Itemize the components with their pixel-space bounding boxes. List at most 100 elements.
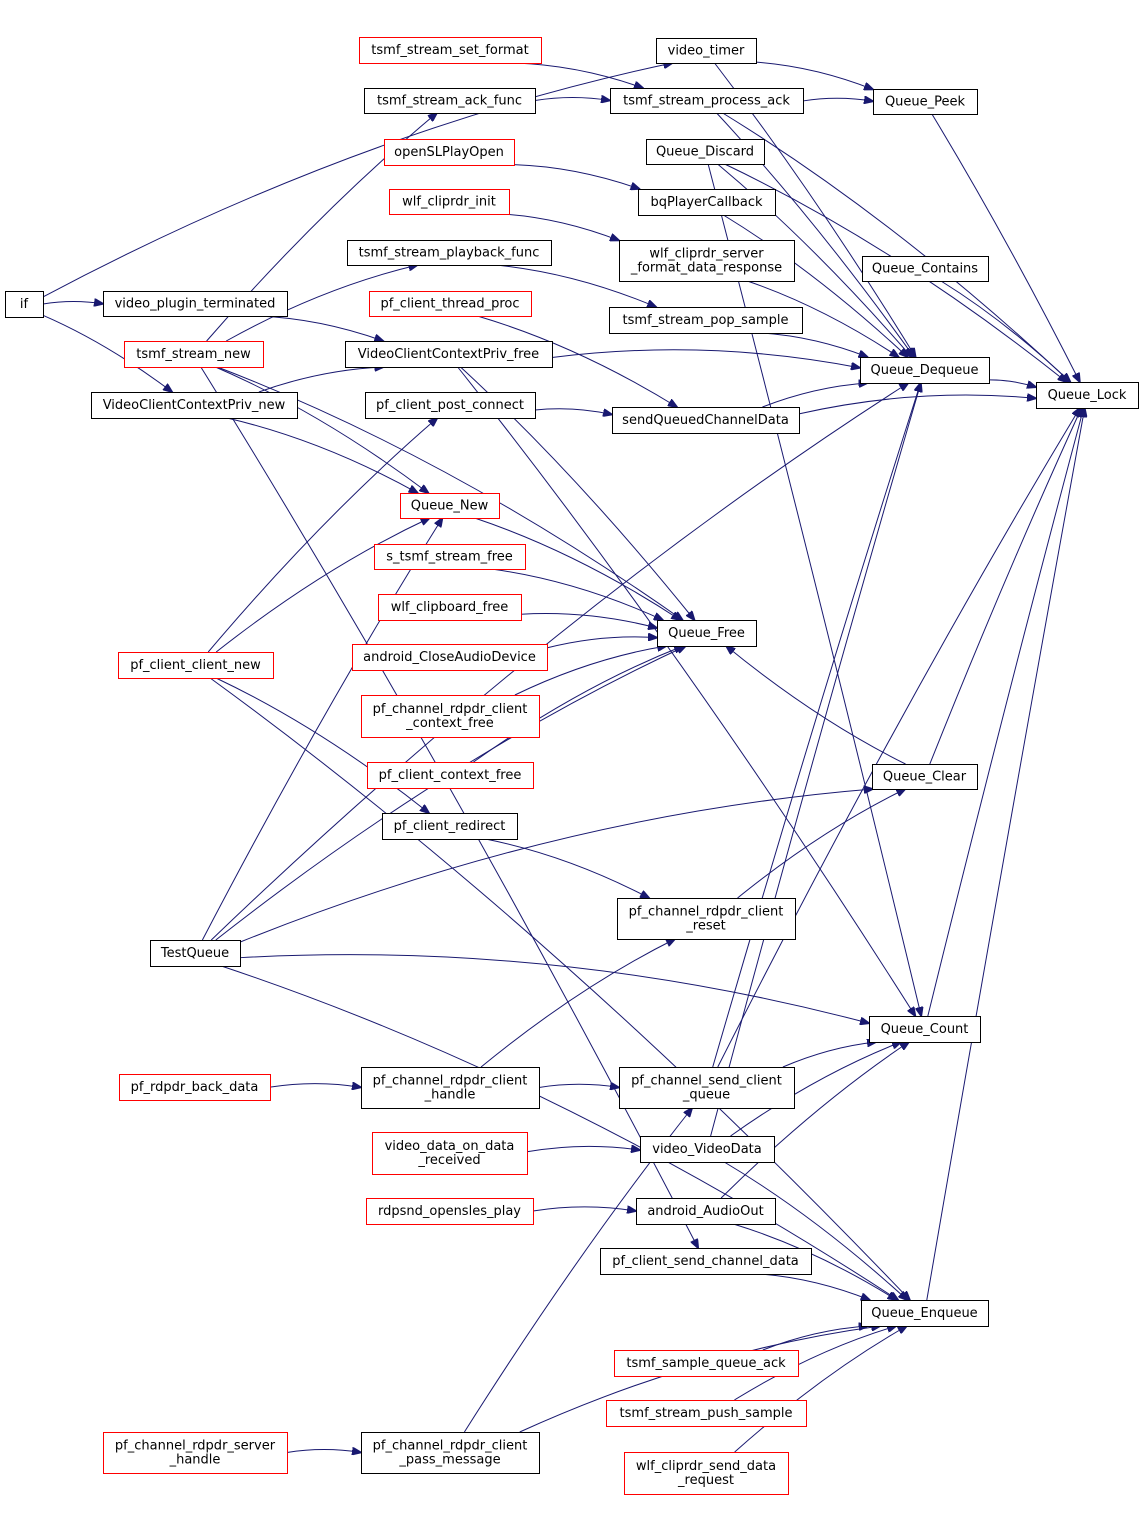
node-queue_discard[interactable]: Queue_Discard: [646, 139, 765, 165]
node-wlf_cliprdr_server_format_data_response[interactable]: wlf_cliprdr_server_format_data_response: [619, 240, 795, 282]
node-pf_channel_rdpdr_client_reset[interactable]: pf_channel_rdpdr_client_reset: [617, 898, 796, 940]
node-label: pf_channel_rdpdr_client: [373, 1439, 528, 1454]
node-label: Queue_New: [411, 499, 489, 514]
node-box: [656, 38, 757, 64]
node-box: [389, 189, 510, 215]
node-label: s_tsmf_stream_free: [386, 550, 513, 565]
node-tsmf_sample_queue_ack[interactable]: tsmf_sample_queue_ack: [614, 1350, 799, 1377]
node-video_plugin_terminated[interactable]: video_plugin_terminated: [103, 291, 288, 317]
node-queue_count[interactable]: Queue_Count: [869, 1016, 981, 1043]
node-label: Queue_Lock: [1048, 388, 1127, 403]
node-openslplayopen[interactable]: openSLPlayOpen: [384, 139, 515, 166]
node-queue_new[interactable]: Queue_New: [400, 493, 500, 519]
node-box: [612, 407, 800, 434]
node-box: [345, 341, 553, 368]
edge-pf_channel_send_client_queue-to-queue_count: [782, 1042, 876, 1068]
node-pf_channel_rdpdr_client_pass_message[interactable]: pf_channel_rdpdr_client_pass_message: [361, 1432, 540, 1474]
node-pf_client_context_free[interactable]: pf_client_context_free: [367, 762, 534, 789]
node-label: tsmf_stream_push_sample: [620, 1406, 793, 1421]
edge-queue_dequeue-to-queue_lock: [988, 379, 1036, 387]
node-video_timer[interactable]: video_timer: [656, 38, 757, 64]
node-queue_contains[interactable]: Queue_Contains: [862, 256, 989, 282]
node-label: _queue: [682, 1088, 730, 1103]
node-label: openSLPlayOpen: [394, 145, 504, 160]
node-testqueue[interactable]: TestQueue: [150, 940, 241, 967]
edge-testqueue-to-queue_dequeue: [210, 383, 908, 941]
node-wlf_cliprdr_init[interactable]: wlf_cliprdr_init: [389, 189, 510, 215]
node-tsmf_stream_new[interactable]: tsmf_stream_new: [124, 341, 264, 368]
node-queue_enqueue[interactable]: Queue_Enqueue: [861, 1300, 989, 1327]
node-label: pf_client_post_connect: [376, 398, 524, 413]
node-queue_dequeue[interactable]: Queue_Dequeue: [860, 357, 990, 384]
node-pf_rdpdr_back_data[interactable]: pf_rdpdr_back_data: [119, 1074, 271, 1101]
nodes-layer: Queue_LockQueue_PeekQueue_DequeueQueue_C…: [5, 37, 1139, 1495]
node-wlf_clipboard_free[interactable]: wlf_clipboard_free: [378, 594, 522, 621]
node-s_tsmf_stream_free[interactable]: s_tsmf_stream_free: [374, 544, 526, 570]
node-tsmf_stream_process_ack[interactable]: tsmf_stream_process_ack: [610, 88, 804, 114]
node-box: [118, 652, 274, 679]
node-pf_channel_send_client_queue[interactable]: pf_channel_send_client_queue: [619, 1067, 795, 1109]
node-pf_channel_rdpdr_client_handle[interactable]: pf_channel_rdpdr_client_handle: [361, 1067, 540, 1109]
node-queue_lock[interactable]: Queue_Lock: [1036, 382, 1139, 409]
node-pf_client_redirect[interactable]: pf_client_redirect: [382, 813, 518, 840]
node-android_audioout[interactable]: android_AudioOut: [636, 1198, 776, 1225]
edge-tsmf_stream_process_ack-to-queue_peek: [802, 98, 873, 101]
edge-tsmf_stream_pop_sample-to-queue_dequeue: [762, 332, 867, 357]
node-label: Queue_Free: [668, 626, 745, 641]
node-bqplayercallback[interactable]: bqPlayerCallback: [638, 189, 776, 216]
node-if[interactable]: if: [5, 291, 44, 318]
node-box: [657, 620, 757, 647]
node-wlf_cliprdr_send_data_request[interactable]: wlf_cliprdr_send_data_request: [624, 1452, 789, 1495]
node-box: [873, 89, 978, 115]
node-box: [364, 88, 536, 114]
node-label: wlf_cliprdr_init: [402, 195, 496, 210]
node-sendqueuedchanneldata[interactable]: sendQueuedChannelData: [612, 407, 800, 434]
edge-testqueue-to-queue_free: [215, 646, 686, 941]
edge-pf_client_send_channel_data-to-queue_enqueue: [760, 1273, 870, 1300]
node-tsmf_stream_push_sample[interactable]: tsmf_stream_push_sample: [606, 1400, 807, 1427]
node-label: Queue_Discard: [656, 145, 754, 160]
node-box: [646, 139, 765, 165]
node-video_videodata[interactable]: video_VideoData: [640, 1136, 775, 1163]
node-label: android_AudioOut: [647, 1204, 763, 1219]
node-android_closeaudiodevice[interactable]: android_CloseAudioDevice: [352, 644, 548, 671]
node-box: [378, 594, 522, 621]
node-queue_free[interactable]: Queue_Free: [657, 620, 757, 647]
node-box: [124, 341, 264, 368]
node-pf_channel_rdpdr_server_handle[interactable]: pf_channel_rdpdr_server_handle: [103, 1432, 288, 1474]
node-pf_client_client_new[interactable]: pf_client_client_new: [118, 652, 274, 679]
node-label: tsmf_stream_set_format: [371, 43, 528, 58]
node-box: [91, 392, 298, 419]
node-box: [636, 1198, 776, 1225]
node-videoclientcontextpriv_new[interactable]: VideoClientContextPriv_new: [91, 392, 298, 419]
edge-queue_peek-to-queue_lock: [931, 113, 1080, 382]
node-rdpsnd_opensles_play[interactable]: rdpsnd_opensles_play: [366, 1198, 534, 1225]
node-queue_peek[interactable]: Queue_Peek: [873, 89, 978, 115]
node-tsmf_stream_ack_func[interactable]: tsmf_stream_ack_func: [364, 88, 536, 114]
node-label: Queue_Clear: [883, 770, 967, 785]
edge-video_videodata-to-queue_count: [730, 1042, 901, 1137]
node-tsmf_stream_set_format[interactable]: tsmf_stream_set_format: [359, 37, 542, 64]
node-tsmf_stream_pop_sample[interactable]: tsmf_stream_pop_sample: [609, 307, 803, 334]
node-queue_clear[interactable]: Queue_Clear: [872, 764, 978, 790]
node-box: [619, 240, 795, 282]
node-videoclientcontextpriv_free[interactable]: VideoClientContextPriv_free: [345, 341, 553, 368]
node-label: pf_channel_rdpdr_server: [115, 1439, 276, 1454]
node-pf_client_post_connect[interactable]: pf_client_post_connect: [365, 392, 536, 419]
node-label: tsmf_stream_ack_func: [377, 94, 522, 109]
node-pf_client_thread_proc[interactable]: pf_client_thread_proc: [369, 291, 532, 317]
edge-queue_enqueue-to-queue_lock: [926, 408, 1085, 1301]
node-pf_channel_rdpdr_client_context_free[interactable]: pf_channel_rdpdr_client_context_free: [361, 695, 540, 738]
edge-pf_channel_rdpdr_client_handle-to-pf_channel_rdpdr_client_reset: [480, 939, 675, 1068]
node-tsmf_stream_playback_func[interactable]: tsmf_stream_playback_func: [347, 240, 552, 266]
node-box: [384, 139, 515, 166]
node-label: Queue_Peek: [885, 95, 966, 110]
node-pf_client_send_channel_data[interactable]: pf_client_send_channel_data: [600, 1248, 812, 1275]
node-box: [624, 1452, 789, 1495]
node-video_data_on_data_received[interactable]: video_data_on_data_received: [372, 1132, 528, 1175]
edge-videoclientcontextpriv_new-to-queue_new: [226, 417, 418, 493]
edge-if-to-video_timer: [42, 63, 672, 298]
edge-testqueue-to-queue_count: [239, 954, 869, 1024]
node-box: [638, 189, 776, 216]
node-box: [119, 1074, 271, 1101]
